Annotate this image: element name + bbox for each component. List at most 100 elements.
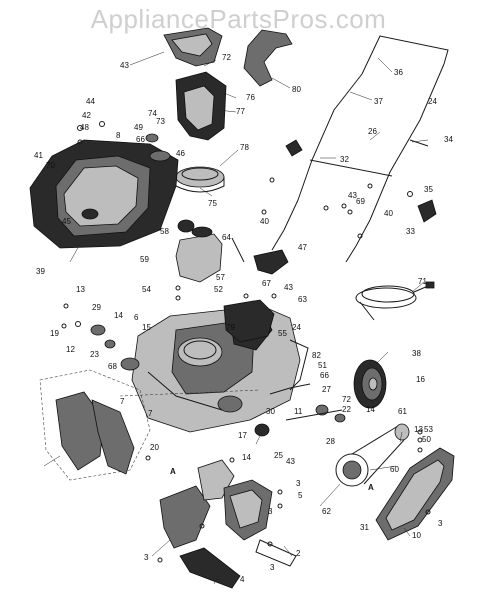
part-label-47: 47 (298, 243, 307, 252)
part-label-12: 12 (66, 345, 75, 354)
part-label-46: 46 (176, 149, 185, 158)
part-label-A: A (368, 483, 374, 492)
part-label-71: 71 (418, 277, 427, 286)
part-label-3: 3 (296, 479, 301, 488)
part-label-54: 54 (142, 285, 151, 294)
part-label-66: 66 (320, 371, 329, 380)
part-label-58: 58 (160, 227, 169, 236)
part-label-43: 43 (348, 191, 357, 200)
part-label-61: 61 (398, 407, 407, 416)
drive-hardware (254, 339, 346, 437)
part-label-72: 72 (342, 395, 351, 404)
part-label-36: 36 (394, 68, 403, 77)
part-label-10: 10 (412, 531, 421, 540)
part-label-78: 78 (240, 143, 249, 152)
part-label-60: 60 (390, 465, 399, 474)
part-label-38: 38 (412, 349, 421, 358)
part-label-69: 69 (356, 197, 365, 206)
part-label-53: 53 (424, 425, 433, 434)
fuel-tank (175, 219, 223, 283)
rotor-hardware (417, 429, 423, 453)
part-label-14: 14 (366, 405, 375, 414)
part-label-24: 24 (428, 97, 437, 106)
part-label-11: 11 (294, 407, 303, 416)
part-label-34: 34 (444, 135, 453, 144)
drive-belt (335, 423, 410, 487)
part-label-31: 31 (360, 523, 369, 532)
part-label-82: 82 (312, 351, 321, 360)
belt-cover (375, 447, 455, 541)
part-label-28: 28 (326, 437, 335, 446)
part-label-51: 51 (318, 361, 327, 370)
part-label-13: 13 (76, 285, 85, 294)
lower-handle (271, 199, 371, 263)
part-label-59: 59 (140, 255, 149, 264)
part-label-3: 3 (438, 519, 443, 528)
part-label-39: 39 (36, 267, 45, 276)
part-label-32: 32 (340, 155, 349, 164)
part-label-74: 74 (148, 109, 157, 118)
part-label-43: 43 (284, 283, 293, 292)
part-label-43: 43 (120, 61, 129, 70)
part-label-8: 8 (116, 131, 121, 140)
part-label-72: 72 (222, 53, 231, 62)
handle-bracket (231, 237, 289, 275)
part-label-14: 14 (242, 453, 251, 462)
part-label-19: 19 (50, 329, 59, 338)
leader-lines (43, 51, 429, 585)
shroud-hardware (77, 121, 171, 162)
part-label-66: 66 (136, 135, 145, 144)
chute-handle (243, 29, 293, 87)
part-label-52: 52 (214, 285, 223, 294)
upper-handle (297, 35, 449, 221)
chute-deflector (163, 27, 223, 67)
part-label-50: 50 (422, 435, 431, 444)
part-label-16: 16 (416, 375, 425, 384)
part-label-44: 44 (86, 97, 95, 106)
part-label-49: 49 (134, 123, 143, 132)
part-label-40: 40 (384, 209, 393, 218)
part-label-64: 64 (222, 233, 231, 242)
part-label-3: 3 (268, 507, 273, 516)
part-label-40: 40 (260, 217, 269, 226)
watermark: AppliancePartsPros.com (90, 4, 387, 34)
part-label-45: 45 (62, 217, 71, 226)
part-label-35: 35 (424, 185, 433, 194)
part-label-6: 6 (134, 313, 139, 322)
part-label-68: 68 (108, 362, 117, 371)
part-label-24: 24 (292, 323, 301, 332)
part-label-14: 14 (114, 311, 123, 320)
part-label-7: 7 (148, 409, 153, 418)
part-label-57: 57 (216, 273, 225, 282)
part-label-41: 41 (34, 151, 43, 160)
part-label-17: 17 (238, 431, 247, 440)
motor (223, 299, 275, 343)
part-label-67: 67 (262, 279, 271, 288)
part-label-13: 13 (414, 425, 423, 434)
part-label-79: 79 (226, 323, 235, 332)
part-label-20: 20 (150, 443, 159, 452)
part-label-63: 63 (298, 295, 307, 304)
part-label-62: 62 (322, 507, 331, 516)
part-label-48: 48 (80, 123, 89, 132)
part-label-15: 15 (142, 323, 151, 332)
scraper-bar-assembly (159, 459, 297, 589)
part-label-3: 3 (270, 563, 275, 572)
part-label-5: 5 (298, 491, 303, 500)
part-label-43: 43 (286, 457, 295, 466)
part-label-29: 29 (92, 303, 101, 312)
fasteners (61, 139, 437, 563)
engine-shroud (29, 139, 179, 249)
part-label-7: 7 (120, 397, 125, 406)
part-label-73: 73 (156, 117, 165, 126)
part-label-3: 3 (144, 553, 149, 562)
part-label-70: 70 (46, 161, 55, 170)
part-label-37: 37 (374, 97, 383, 106)
extension-cord (355, 281, 435, 321)
wheel (353, 359, 387, 409)
part-label-22: 22 (342, 405, 351, 414)
part-label-76: 76 (246, 93, 255, 102)
